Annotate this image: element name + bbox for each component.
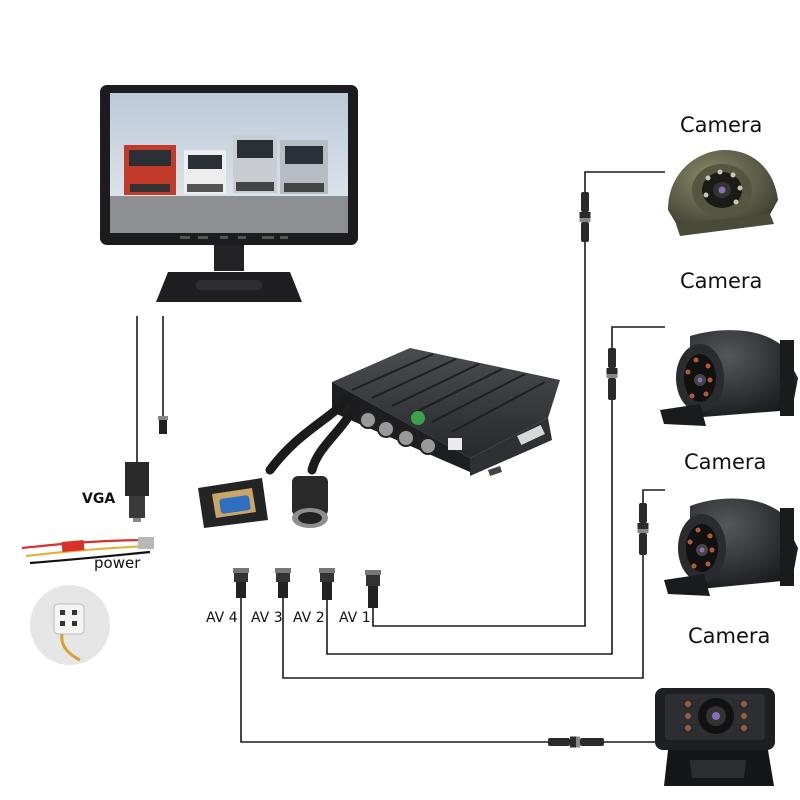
av3-label: AV 3 (251, 610, 283, 626)
camera-label-3: Camera (684, 450, 766, 474)
av-plugs (233, 568, 381, 608)
dvr-cables (265, 393, 361, 475)
connector-icon (319, 568, 335, 600)
connector-icon (377, 420, 395, 438)
connector-icon (637, 503, 649, 555)
av2-label: AV 2 (293, 610, 325, 626)
inline-connectors (548, 192, 649, 748)
side-camera-icon (660, 330, 798, 426)
rear-camera-icon (655, 688, 775, 786)
camera-label-4: Camera (688, 624, 770, 648)
monitor-icon (100, 85, 358, 302)
monitor-buttons (180, 236, 288, 239)
connector-icon (158, 416, 168, 434)
connector-icon (365, 570, 381, 608)
connector-icon (359, 411, 377, 429)
connector-icon (397, 429, 415, 447)
connector-icon (292, 476, 328, 528)
power-cable-icon (21, 537, 154, 565)
av4-label: AV 4 (206, 610, 238, 626)
camera-label-2: Camera (680, 269, 762, 293)
side-camera-icon (664, 498, 798, 596)
wire-av4 (240, 598, 655, 743)
vga-plug-icon (125, 462, 149, 522)
connector-icon (606, 348, 618, 400)
camera-label-1: Camera (680, 113, 762, 137)
connector-icon (579, 192, 591, 242)
dvr-box-icon (332, 348, 560, 476)
dome-camera-icon (668, 150, 778, 236)
av1-label: AV 1 (339, 610, 371, 626)
vga-plug-icon (198, 478, 268, 528)
power-label: power (94, 554, 141, 572)
wires (136, 171, 665, 743)
wire-av2 (326, 326, 665, 655)
power-plug-icon (30, 585, 110, 665)
connector-icon (233, 568, 249, 598)
wire-av1 (372, 171, 665, 627)
trucks-image (124, 135, 328, 195)
connector-icon (419, 437, 437, 455)
wire-av3 (282, 489, 665, 679)
vga-label: VGA (82, 491, 115, 507)
connector-icon (548, 736, 604, 748)
connector-icon (275, 568, 291, 598)
